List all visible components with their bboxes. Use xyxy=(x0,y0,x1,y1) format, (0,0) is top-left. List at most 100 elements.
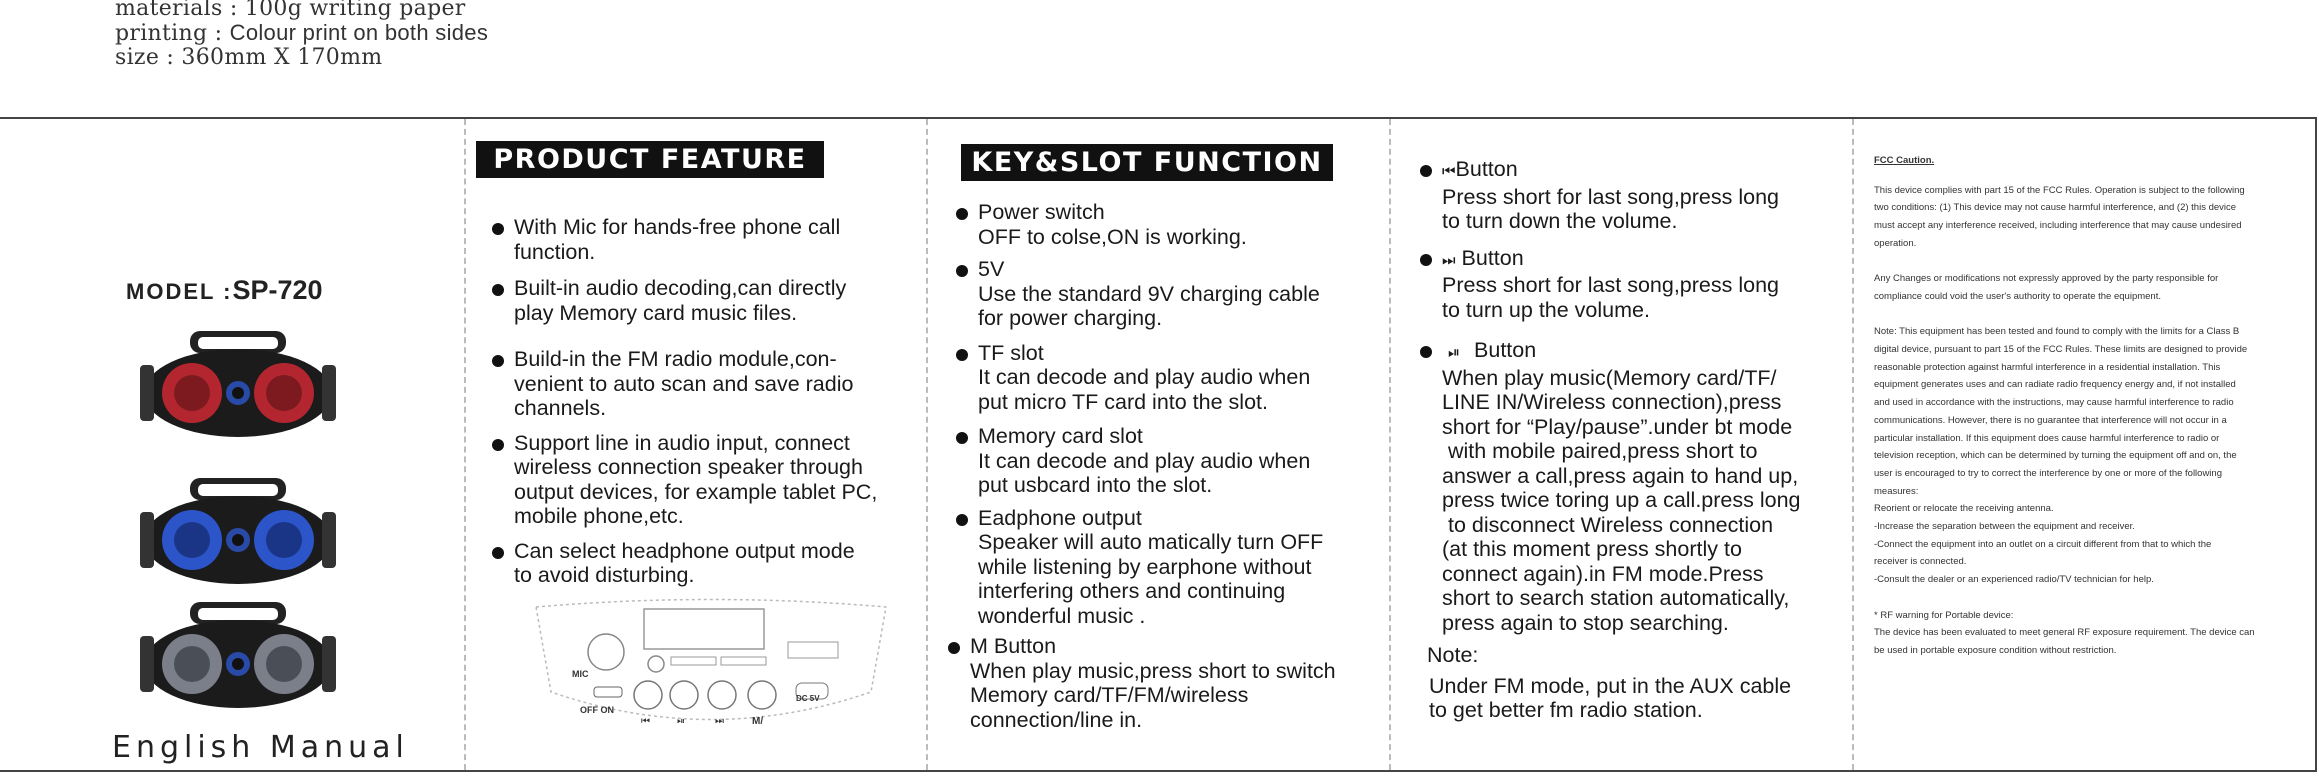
note-body: Under FM mode, put in the AUX cable to g… xyxy=(1429,674,1842,723)
fcc-line: This device complies with part 15 of the… xyxy=(1874,184,2245,196)
key-slot-title: KEY&SLOT FUNCTION xyxy=(961,144,1333,181)
key-slot-list: Power switch OFF to colse,ON is working.… xyxy=(948,200,1398,732)
button-line: LINE IN/Wireless connection),press xyxy=(1442,390,1782,414)
fcc-line: reasonable protection against harmful in… xyxy=(1874,361,2221,373)
prev-button-item: ⏮Button Press short for last song,press … xyxy=(1420,157,1842,234)
key-item-head: TF slot xyxy=(978,340,1044,365)
fold-line xyxy=(1389,119,1391,770)
dc-label: DC 5V xyxy=(796,694,820,703)
fcc-text: This device complies with part 15 of the… xyxy=(1874,182,2286,660)
feature-line: wireless connection speaker through xyxy=(514,455,863,479)
feature-line: to avoid disturbing. xyxy=(514,563,695,587)
feature-line: venient to auto scan and save radio xyxy=(514,371,854,396)
bullet-icon xyxy=(956,432,968,444)
bullet-icon xyxy=(492,223,504,235)
bullet-icon xyxy=(956,208,968,220)
key-item-line: connection/line in. xyxy=(970,707,1143,732)
off-on-label: OFF ON xyxy=(580,705,614,715)
bullet-icon xyxy=(956,348,968,361)
key-item-head: Power switch xyxy=(978,200,1105,224)
feature-item: Can select headphone output mode to avoi… xyxy=(492,539,934,588)
button-line: short for “Play/pause”.under bt mode xyxy=(1442,414,1793,439)
bullet-icon xyxy=(1420,165,1432,177)
fold-line xyxy=(1852,119,1854,770)
fcc-line: receiver is connected. xyxy=(1874,556,1967,568)
fcc-caution-title: FCC Caution. xyxy=(1874,155,1935,166)
fcc-line: digital device, pursuant to part 15 of t… xyxy=(1874,344,2248,355)
spec-materials: materials : 100g writing paper xyxy=(115,0,466,21)
button-line: When play music(Memory card/TF/ xyxy=(1442,365,1777,390)
manual-sheet xyxy=(0,117,2317,772)
feature-line: Support line in audio input, connect xyxy=(514,430,850,455)
bullet-icon xyxy=(1420,253,1432,266)
feature-line: channels. xyxy=(514,396,607,420)
spec-printing-label: printing : xyxy=(115,21,230,46)
fcc-line: measures: xyxy=(1874,485,1919,497)
feature-line: output devices, for example tablet PC, xyxy=(514,479,878,504)
button-line: to disconnect Wireless connection xyxy=(1442,512,1774,537)
fcc-line: equipment generates uses and can radiate… xyxy=(1874,379,2236,391)
next-button-head: ⏭ Button xyxy=(1442,246,1842,274)
speaker-image-blue xyxy=(140,478,336,584)
control-panel-diagram: MIC OFF ON DC 5V ⏮ ⏯ ⏭ M/ xyxy=(535,598,887,727)
play-button-head: ⏯Button xyxy=(1442,338,1842,366)
model-label: MODEL :SP-720 xyxy=(126,275,323,306)
fcc-line: * RF warning for Portable device: xyxy=(1874,609,2014,621)
next-icon: ⏭ xyxy=(715,716,724,727)
button-line: answer a call,press again to hand up, xyxy=(1442,463,1799,488)
speaker-image-red xyxy=(140,331,336,437)
fcc-line: The device has been evaluated to meet ge… xyxy=(1874,627,2255,639)
key-item-line: for power charging. xyxy=(978,306,1163,330)
key-item-line: wonderful music . xyxy=(978,603,1146,628)
key-item-line: Speaker will auto matically turn OFF xyxy=(978,530,1324,554)
next-button-item: ⏭ Button Press short for last song,press … xyxy=(1420,246,1842,323)
fcc-line xyxy=(1874,306,2286,324)
prev-icon: ⏮ xyxy=(1442,163,1456,180)
spec-size: size : 360mm X 170mm xyxy=(115,45,383,70)
fcc-line: television reception, which can be deter… xyxy=(1874,450,2237,462)
mic-label: MIC xyxy=(572,669,589,679)
feature-line: Built-in audio decoding,can directly xyxy=(514,276,847,300)
button-head-label: Button xyxy=(1474,338,1537,362)
fcc-line: be used in portable exposure condition w… xyxy=(1874,644,2117,656)
spec-printing-value: Colour print on both sides xyxy=(229,20,489,45)
key-item-line: It can decode and play audio when xyxy=(978,365,1311,389)
key-item-head: 5V xyxy=(978,257,1005,281)
key-item-head: Eadphone output xyxy=(978,505,1142,530)
fcc-line: and used in accordance with the instruct… xyxy=(1874,397,2234,409)
key-item-line: Memory card/TF/FM/wireless xyxy=(970,683,1249,707)
key-item-line: put micro TF card into the slot. xyxy=(978,389,1268,414)
next-icon: ⏭ xyxy=(1442,251,1456,269)
key-item-tf: TF slot It can decode and play audio whe… xyxy=(956,340,1398,415)
fcc-line xyxy=(1874,253,2286,271)
fcc-section: FCC Caution. This device complies with p… xyxy=(1874,152,2286,660)
key-item-head: Memory card slot xyxy=(978,424,1143,448)
bullet-icon xyxy=(956,513,968,526)
speaker-image-grey xyxy=(140,602,336,708)
feature-line: function. xyxy=(514,239,596,264)
button-line: press twice toring up a call.press long xyxy=(1442,488,1801,512)
button-head-label: Button xyxy=(1461,245,1524,270)
fcc-line: user is encouraged to try to correct the… xyxy=(1874,467,2222,479)
play-pause-icon: ⏯ xyxy=(677,716,685,727)
fcc-line: communications. However, there is no gua… xyxy=(1874,414,2227,426)
feature-line: Build-in the FM radio module,con- xyxy=(514,347,837,371)
fold-line xyxy=(464,119,466,770)
bullet-icon xyxy=(956,265,968,277)
button-line: to turn down the volume. xyxy=(1442,209,1678,233)
button-line: Press short for last song,press long xyxy=(1442,273,1779,297)
feature-line: mobile phone,etc. xyxy=(514,504,684,528)
key-item-line: When play music,press short to switch xyxy=(970,658,1336,683)
fcc-line: particular installation. If this equipme… xyxy=(1874,432,2220,444)
button-head-label: Button xyxy=(1455,157,1518,181)
key-item-line: Use the standard 9V charging cable xyxy=(978,281,1320,306)
button-list: ⏮Button Press short for last song,press … xyxy=(1420,157,1842,723)
bullet-icon xyxy=(492,438,504,451)
fcc-line: Note: This equipment has been tested and… xyxy=(1874,326,2240,338)
feature-item: Build-in the FM radio module,con- venien… xyxy=(492,347,934,421)
model-number: SP-720 xyxy=(232,275,323,305)
bullet-icon xyxy=(492,546,504,559)
button-line: connect again).in FM mode.Press xyxy=(1442,561,1764,586)
fcc-line: Reorient or relocate the receiving anten… xyxy=(1874,503,2054,515)
fcc-line: two conditions: (1) This device may not … xyxy=(1874,202,2237,214)
